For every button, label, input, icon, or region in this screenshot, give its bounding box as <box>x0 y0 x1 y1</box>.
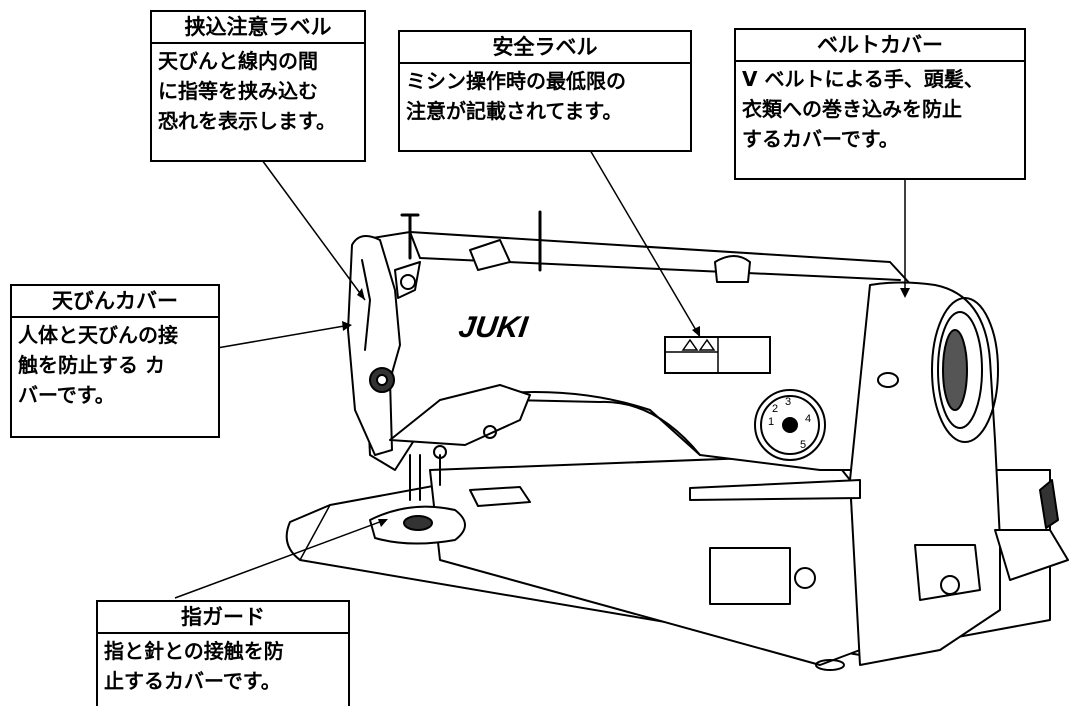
callout-body: ミシン操作時の最低限の 注意が記載されてます。 <box>400 64 690 126</box>
dial-number: 1 <box>768 416 774 428</box>
finger-guard-callout: 指ガード 指と針との接触を防 止するカバーです。 <box>96 600 350 706</box>
callout-line: 天びんと線内の間 <box>158 49 318 73</box>
leader-line-pinch <box>261 159 366 301</box>
callout-title: 安全ラベル <box>400 32 690 64</box>
callout-title: ベルトカバー <box>736 30 1024 62</box>
belt-cover-body <box>849 281 1001 666</box>
callout-title: 挟込注意ラベル <box>152 12 364 44</box>
dial-number: 3 <box>785 396 791 408</box>
leader-line-finger <box>174 519 386 599</box>
callout-line: 指と針との接触を防 <box>104 639 284 663</box>
stitch-dial <box>754 389 826 461</box>
callout-title: 天びんカバー <box>12 286 218 318</box>
belt-cover-callout: ベルトカバー V ベルトによる手、頭髪、 衣類への巻き込みを防止 するカバーです… <box>734 28 1026 180</box>
callout-body: 人体と天びんの接 触を防止する カ バーです。 <box>12 318 218 410</box>
callout-line: に指等を挟み込む <box>158 79 318 103</box>
arm-safety-label <box>664 336 771 374</box>
leader-line-takeup <box>216 324 351 349</box>
callout-line: バーです。 <box>18 383 115 407</box>
callout-body: 指と針との接触を防 止するカバーです。 <box>98 634 348 696</box>
take-up-cover-callout: 天びんカバー 人体と天びんの接 触を防止する カ バーです。 <box>10 284 220 438</box>
callout-line: 恐れを表示します。 <box>158 109 336 133</box>
callout-line: 注意が記載されてます。 <box>406 99 623 123</box>
leader-line-safety <box>589 149 701 338</box>
callout-line: 衣類への巻き込みを防止 <box>742 97 962 121</box>
juki-logo: JUKI <box>457 311 531 344</box>
callout-line: 止するカバーです。 <box>104 669 281 693</box>
callout-line: するカバーです。 <box>742 127 899 151</box>
callout-body: V ベルトによる手、頭髪、 衣類への巻き込みを防止 するカバーです。 <box>736 62 1024 154</box>
dial-number: 5 <box>800 439 806 451</box>
callout-line: ミシン操作時の最低限の <box>406 69 626 93</box>
callout-line: V ベルトによる手、頭髪、 <box>742 67 984 91</box>
pulley <box>931 297 999 443</box>
pinch-caution-label-callout: 挟込注意ラベル 天びんと線内の間 に指等を挟み込む 恐れを表示します。 <box>150 10 366 162</box>
dial-number: 4 <box>805 413 811 425</box>
inspection-plate <box>709 547 791 605</box>
dial-number: 2 <box>772 403 778 415</box>
callout-body: 天びんと線内の間 に指等を挟み込む 恐れを表示します。 <box>152 44 364 136</box>
safety-label-callout: 安全ラベル ミシン操作時の最低限の 注意が記載されてます。 <box>398 30 692 152</box>
callout-line: 触を防止する カ <box>18 353 165 377</box>
callout-title: 指ガード <box>98 602 348 634</box>
callout-line: 人体と天びんの接 <box>18 323 178 347</box>
